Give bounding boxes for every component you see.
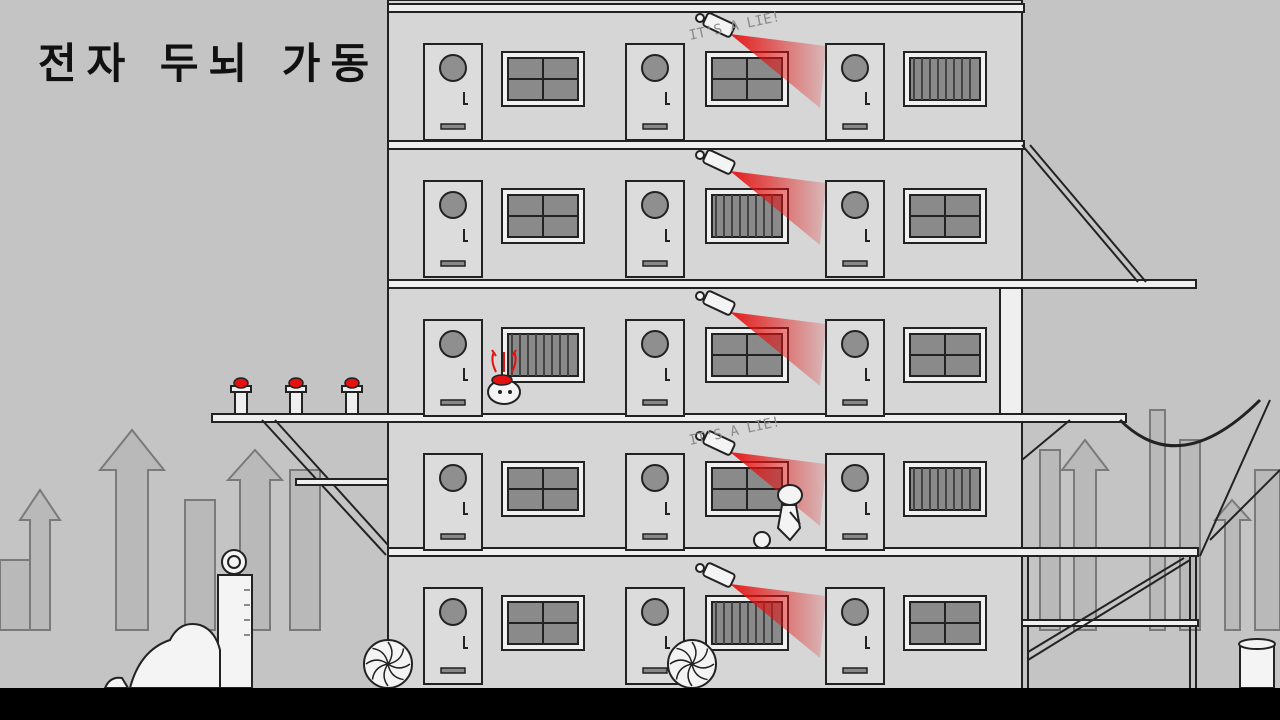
door xyxy=(625,180,685,278)
porthole-icon xyxy=(439,598,467,626)
porthole-icon xyxy=(439,330,467,358)
door xyxy=(825,587,885,685)
security-camera-icon xyxy=(695,562,826,658)
door xyxy=(423,453,483,551)
door xyxy=(625,453,685,551)
left-platform xyxy=(261,419,389,556)
door xyxy=(825,453,885,551)
security-camera-icon xyxy=(695,149,826,245)
window xyxy=(501,51,585,107)
window xyxy=(903,461,987,517)
window xyxy=(501,461,585,517)
right-scaffolding xyxy=(999,144,1280,688)
door xyxy=(625,319,685,417)
porthole-icon xyxy=(841,191,869,219)
door xyxy=(625,43,685,141)
security-camera-icon xyxy=(695,430,826,526)
window xyxy=(903,595,987,651)
rubble-pile xyxy=(103,623,221,689)
porthole-icon xyxy=(841,464,869,492)
porthole-icon xyxy=(439,191,467,219)
porthole-icon xyxy=(641,191,669,219)
porthole-icon xyxy=(641,464,669,492)
door xyxy=(423,319,483,417)
porthole-icon xyxy=(641,598,669,626)
window xyxy=(903,327,987,383)
guard-character-icon[interactable] xyxy=(753,484,803,549)
player-character-icon[interactable] xyxy=(487,349,521,405)
porthole-icon xyxy=(439,464,467,492)
window xyxy=(705,188,789,244)
porthole-icon xyxy=(841,598,869,626)
door xyxy=(825,43,885,141)
window xyxy=(903,188,987,244)
building-units xyxy=(423,43,987,685)
alarm-button-icon[interactable] xyxy=(230,377,252,415)
security-camera-icon xyxy=(695,12,826,108)
door xyxy=(825,180,885,278)
alarm-button-icon[interactable] xyxy=(341,377,363,415)
porthole-icon xyxy=(439,54,467,82)
ground-strip xyxy=(0,688,1280,720)
window xyxy=(501,188,585,244)
window xyxy=(501,327,585,383)
door xyxy=(825,319,885,417)
window xyxy=(501,595,585,651)
spiral-fans xyxy=(363,639,717,689)
security-cameras xyxy=(695,12,826,658)
background-skyline xyxy=(0,409,1280,631)
porthole-icon xyxy=(641,330,669,358)
porthole-icon xyxy=(841,54,869,82)
alarm-button-icon[interactable] xyxy=(285,377,307,415)
trash-can-icon xyxy=(1238,638,1276,689)
spiral-fan-icon xyxy=(363,639,413,689)
spiral-fan-icon xyxy=(667,639,717,689)
door xyxy=(423,587,483,685)
door xyxy=(423,180,483,278)
window xyxy=(903,51,987,107)
porthole-icon xyxy=(841,330,869,358)
security-camera-icon xyxy=(695,290,826,386)
door xyxy=(423,43,483,141)
game-title: 전자 두뇌 가동 xyxy=(38,39,380,88)
porthole-icon xyxy=(641,54,669,82)
